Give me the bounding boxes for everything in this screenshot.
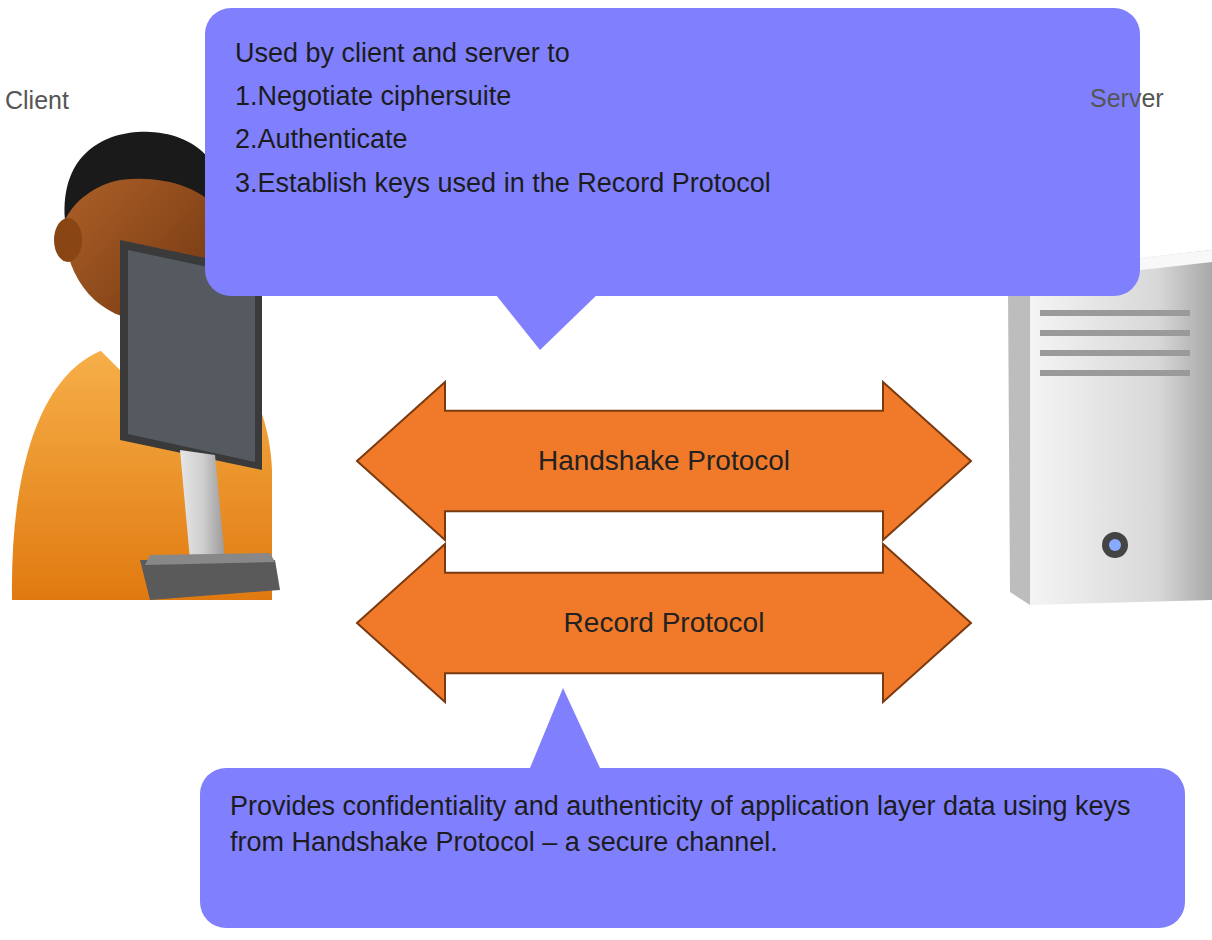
callout-box: Used by client and server to1.Negotiate … <box>205 8 1140 296</box>
protocol-label: Handshake Protocol <box>538 445 790 477</box>
callout-text: Used by client and server to <box>235 32 1110 75</box>
host-label: Client <box>5 86 115 115</box>
callout-tail <box>530 688 600 768</box>
host-label: Server <box>1090 84 1200 113</box>
callout-text: 1.Negotiate ciphersuite <box>235 75 1110 118</box>
callout-tail <box>492 290 602 350</box>
arrow-outline <box>357 544 971 702</box>
arrow-outline <box>357 382 971 540</box>
protocol-label: Record Protocol <box>564 607 765 639</box>
server-node: Server <box>1090 84 1200 124</box>
client-node: Client <box>5 86 115 126</box>
callout-text: 3.Establish keys used in the Record Prot… <box>235 162 1110 205</box>
callout-text: 2.Authenticate <box>235 118 1110 161</box>
callout-text: Provides confidentiality and authenticit… <box>230 788 1155 861</box>
protocol-arrow: Handshake Protocol <box>355 380 973 542</box>
protocol-arrow: Record Protocol <box>355 542 973 704</box>
callout-box: Provides confidentiality and authenticit… <box>200 768 1185 928</box>
server-icon <box>1008 250 1212 605</box>
